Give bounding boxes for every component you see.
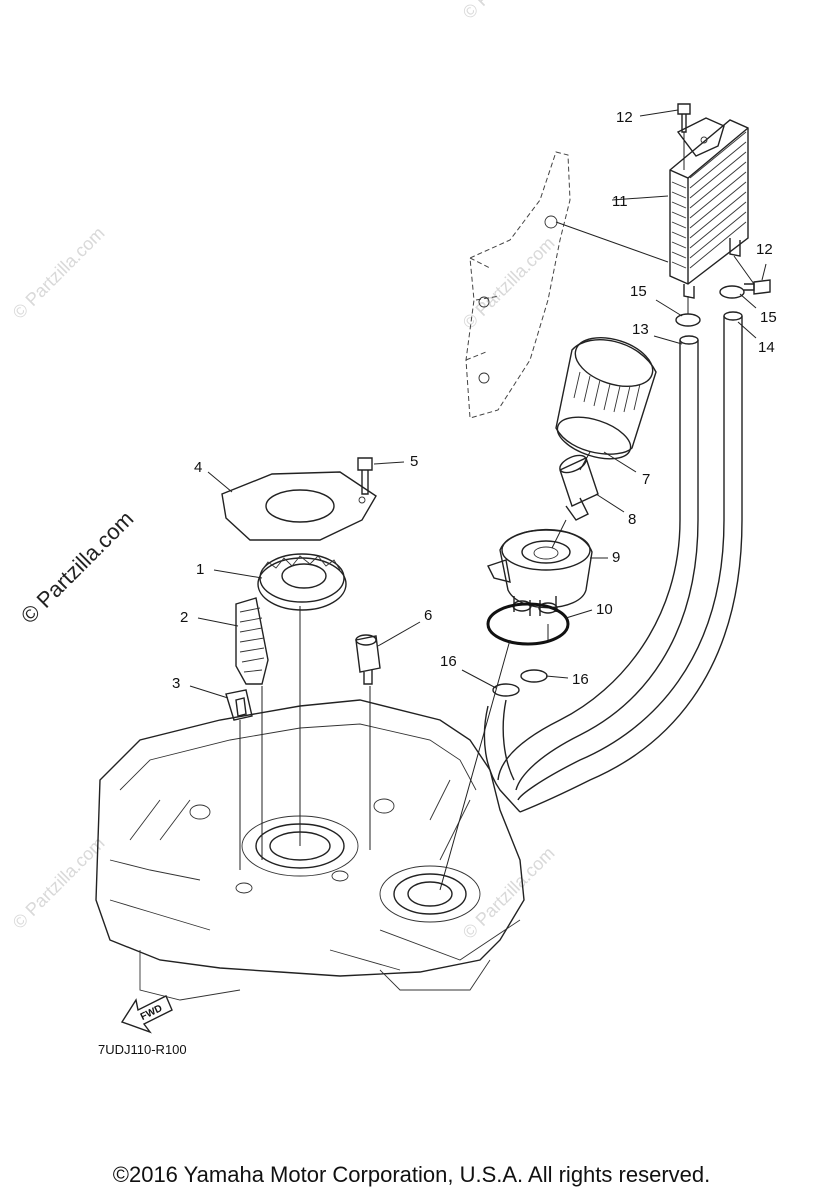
- clamp-15-left: [675, 313, 701, 327]
- hose-13: [679, 335, 699, 520]
- clamp-15-right: [719, 285, 745, 299]
- oil-filter: [555, 336, 657, 460]
- watermark-faint: © Partzilla.com: [459, 0, 559, 23]
- o-ring-10: [486, 602, 570, 646]
- callout-8: 8: [628, 511, 636, 528]
- bolt-12-top: [677, 103, 691, 133]
- gasket-piece: [225, 689, 253, 721]
- callout-15-right: 15: [760, 309, 777, 326]
- callout-12-top: 12: [616, 109, 633, 126]
- watermark-faint: © Partzilla.com: [9, 833, 109, 933]
- callout-11: 11: [612, 193, 628, 210]
- hose-14: [723, 311, 743, 520]
- callout-1: 1: [196, 561, 204, 578]
- fitting-6: [355, 634, 381, 685]
- alignment-lines: [239, 132, 755, 891]
- callout-15-left: 15: [630, 283, 647, 300]
- copyright-notice: ©2016 Yamaha Motor Corporation, U.S.A. A…: [112, 1162, 711, 1187]
- leader-lines: [189, 109, 767, 699]
- long-hoses: [483, 519, 743, 813]
- callout-12-right: 12: [756, 241, 773, 258]
- reference-code: 7UDJ110-R100: [98, 1042, 187, 1057]
- bolt-12-right: [744, 279, 771, 295]
- oil-cooler: [669, 117, 749, 299]
- watermark-faint: © Partzilla.com: [9, 223, 109, 323]
- callout-3: 3: [172, 675, 180, 692]
- callout-16-left: 16: [440, 653, 457, 670]
- callout-4: 4: [194, 459, 202, 476]
- clamp-16-left: [492, 683, 520, 697]
- crankcase: [95, 699, 525, 1001]
- filter-stand: [487, 528, 593, 616]
- cooler-bracket: [465, 151, 571, 419]
- callout-7: 7: [642, 471, 650, 488]
- callout-labels: 1 2 3 4 5 6 7 8 9 10 11 12 12 13 14 15 1…: [172, 109, 777, 692]
- watermark-main: © Partzilla.com: [16, 506, 139, 629]
- callout-14: 14: [758, 339, 775, 356]
- callout-16-right: 16: [572, 671, 589, 688]
- clamp-16-right: [520, 669, 548, 683]
- callout-2: 2: [180, 609, 188, 626]
- callout-5: 5: [410, 453, 418, 470]
- fwd-arrow-icon: FWD: [120, 995, 173, 1034]
- watermark-faint: © Partzilla.com: [459, 233, 559, 333]
- bolt-5: [357, 457, 373, 495]
- oil-pump-rotor: [257, 553, 347, 611]
- callout-13: 13: [632, 321, 649, 338]
- strainer: [235, 597, 269, 685]
- cover-plate: [221, 471, 377, 541]
- callout-6: 6: [424, 607, 432, 624]
- callout-10: 10: [596, 601, 613, 618]
- union-bolt: [559, 454, 599, 521]
- callout-9: 9: [612, 549, 620, 566]
